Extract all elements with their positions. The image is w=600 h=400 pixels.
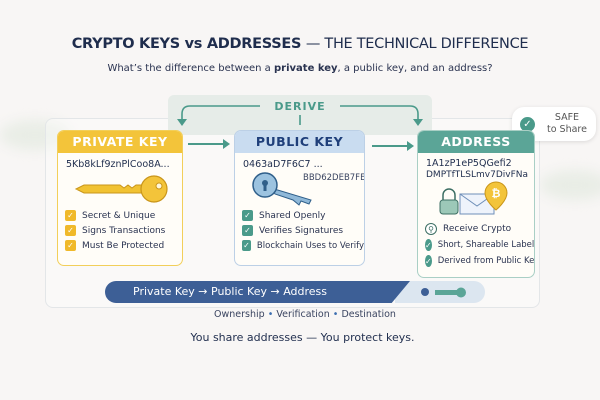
key-search-icon: ⚲ [425,223,437,235]
address-card: ADDRESS 1A1zP1eP5QGefi2 DMPTfTLSLmv7DivF… [417,130,535,278]
checkbox-icon: ✓ [242,225,253,236]
card-title: PRIVATE KEY [58,131,182,153]
feature-item: ✓Must Be Protected [65,240,182,251]
derive-label: DERIVE [274,100,326,113]
checkbox-icon: ✓ [65,210,76,221]
arrow-right-icon [188,139,230,149]
blue-key-icon [252,172,312,206]
gold-key-icon [74,175,168,203]
feature-item: ⚲Receive Crypto [425,223,534,235]
check-circle-icon: ✓ [425,255,432,267]
public-key-value-suffix: BBD62DEB7FE [303,173,365,183]
flow-bar-extension [395,281,485,303]
feature-item: ✓Shared Openly [242,210,364,221]
derive-box [168,95,432,135]
tagline: You share addresses — You protect keys. [190,331,415,344]
teal-key-icon [421,287,466,298]
page-subtitle: What’s the difference between a private … [107,63,493,74]
private-key-value: 5Kb8kLf9znPlCoo8A... [66,159,170,170]
derive-arrows-icon [177,105,423,126]
to-share-label: to Share [547,124,587,135]
safe-label: SAFE [554,112,580,123]
lock-envelope-bitcoin-pin-icon: ₿ [439,181,508,215]
check-circle-icon: ✓ [425,239,432,251]
page-title: CRYPTO KEYS vs ADDRESSES — THE TECHNICAL… [71,36,529,52]
checkbox-icon: ✓ [242,210,253,221]
roles-line: Ownership • Verification • Destination [214,309,396,320]
feature-item: ✓Secret & Unique [65,210,182,221]
flow-bar: Private Key → Public Key → Address [105,281,410,303]
private-key-card: PRIVATE KEY 5Kb8kLf9znPlCoo8A... ✓Secret… [57,130,183,266]
check-circle-icon: ✓ [520,116,535,132]
checkbox-icon: ✓ [65,225,76,236]
address-value-line1: 1A1zP1eP5QGefi2 [426,158,512,169]
public-key-value: 0463aD7F6C7 ... [243,159,323,170]
svg-text:₿: ₿ [492,187,501,200]
card-title: ADDRESS [418,131,534,153]
feature-item: ✓Short, Shareable Label [425,239,535,251]
card-title: PUBLIC KEY [235,131,364,153]
feature-item: ✓Signs Transactions [65,225,182,236]
arrow-right-icon [372,141,414,151]
feature-item: ✓Verifies Signatures [242,225,364,236]
public-key-card: PUBLIC KEY 0463aD7F6C7 ... BBD62DEB7FE ✓… [234,130,365,266]
feature-item: ✓Derived from Public Key [425,255,535,267]
checkbox-icon: ✓ [65,240,76,251]
checkbox-icon: ✓ [242,240,251,251]
address-value-line2: DMPTfTLSLmv7DivFNa [426,170,529,180]
feature-item: ✓Blockchain Uses to Verify [242,240,364,251]
background-cloud [540,170,600,200]
